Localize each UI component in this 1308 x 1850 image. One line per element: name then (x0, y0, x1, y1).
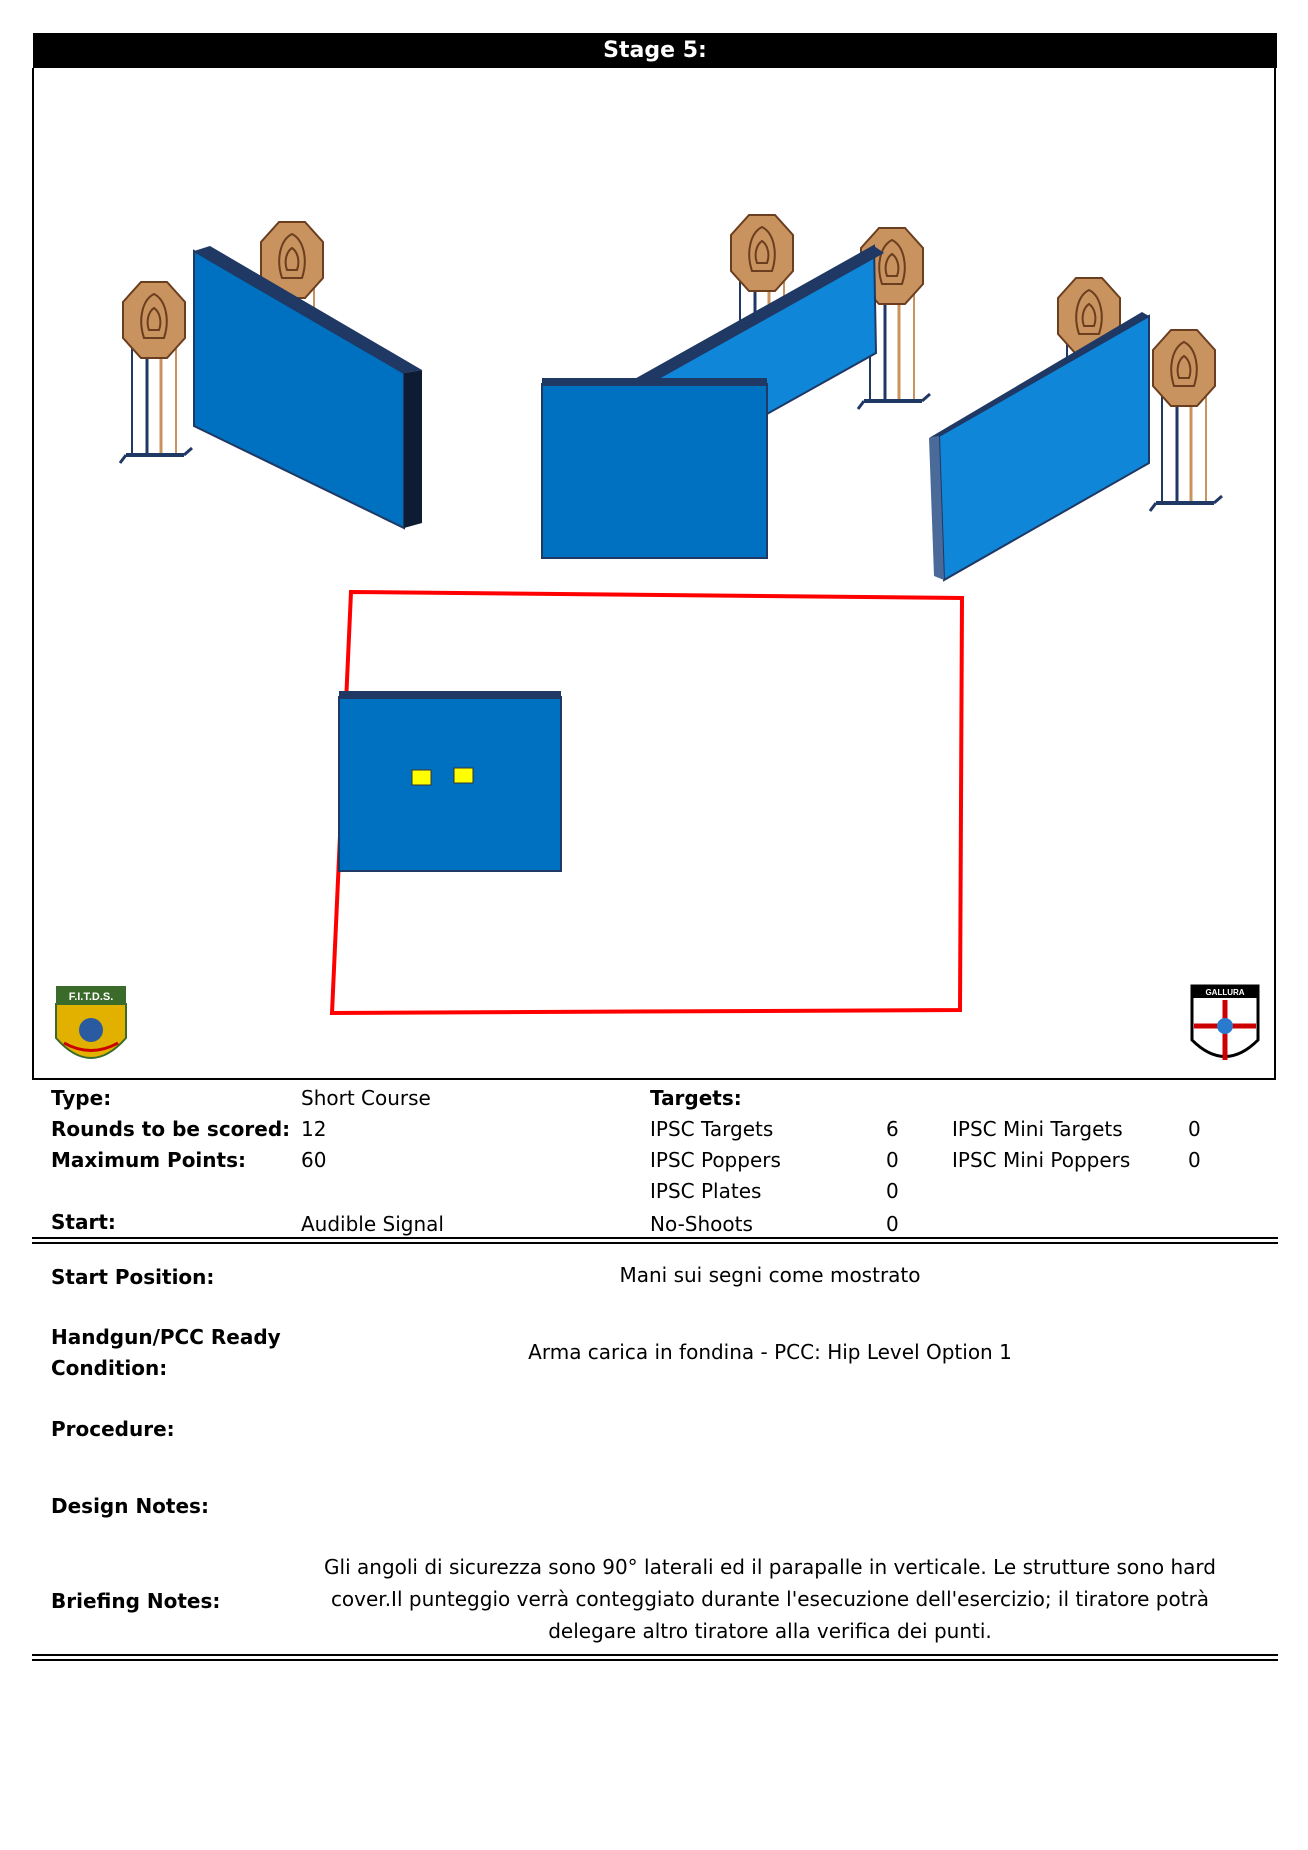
ipsc-targets-value: 6 (886, 1117, 899, 1141)
gallura-logo: GALLURA (1190, 984, 1260, 1060)
ipsc-target-6 (1148, 328, 1224, 513)
points-value: 60 (301, 1148, 327, 1172)
ipsc-targets-label: IPSC Targets (650, 1117, 774, 1141)
no-shoots-value: 0 (886, 1212, 899, 1236)
briefing-line-2: cover.Il punteggio verrà conteggiato dur… (330, 1587, 1210, 1611)
rounds-value: 12 (301, 1117, 327, 1141)
divider (32, 1654, 1278, 1656)
briefing-line-1: Gli angoli di sicurezza sono 90° lateral… (324, 1555, 1216, 1579)
start-position-label: Start Position: (51, 1265, 215, 1289)
stage-diagram-svg: F.I.T.D.S. GALLURA (55, 213, 1260, 1060)
stage-title: Stage 5: (33, 33, 1277, 68)
ipsc-plates-value: 0 (886, 1179, 899, 1203)
mini-targets-label: IPSC Mini Targets (952, 1117, 1123, 1141)
fitds-logo: F.I.T.D.S. (55, 986, 127, 1059)
mini-poppers-value: 0 (1188, 1148, 1201, 1172)
start-label: Start: (51, 1210, 116, 1234)
divider (32, 1659, 1278, 1661)
type-value: Short Course (301, 1086, 431, 1110)
stage-diagram: F.I.T.D.S. GALLURA (32, 68, 1276, 1080)
start-value: Audible Signal (301, 1212, 444, 1236)
svg-text:F.I.T.D.S.: F.I.T.D.S. (69, 991, 114, 1003)
shooting-area (329, 589, 965, 1016)
briefing-line-3: delegare altro tiratore alla verifica de… (548, 1619, 992, 1643)
mini-poppers-label: IPSC Mini Poppers (952, 1148, 1131, 1172)
targets-heading: Targets: (650, 1086, 742, 1110)
ready-condition-label-1: Handgun/PCC Ready (51, 1325, 281, 1349)
hand-mark-left (411, 769, 432, 786)
wall-start (338, 696, 562, 872)
ready-condition-label-2: Condition: (51, 1356, 168, 1380)
procedure-label: Procedure: (51, 1417, 175, 1441)
design-notes-label: Design Notes: (51, 1494, 209, 1518)
ipsc-poppers-value: 0 (886, 1148, 899, 1172)
hand-mark-right (453, 767, 474, 784)
start-position-value: Mani sui segni come mostrato (619, 1263, 921, 1287)
ready-condition-value: Arma carica in fondina - PCC: Hip Level … (528, 1340, 1012, 1364)
divider (32, 1237, 1278, 1239)
mini-targets-value: 0 (1188, 1117, 1201, 1141)
ipsc-target-1 (118, 280, 194, 465)
wall-right (937, 314, 1150, 582)
ipsc-plates-label: IPSC Plates (650, 1179, 762, 1203)
svg-text:GALLURA: GALLURA (1205, 988, 1244, 997)
briefing-notes-label: Briefing Notes: (51, 1589, 221, 1613)
points-label: Maximum Points: (51, 1148, 246, 1172)
divider (32, 1242, 1278, 1244)
rounds-label: Rounds to be scored: (51, 1117, 291, 1141)
no-shoots-label: No-Shoots (650, 1212, 753, 1236)
wall-center-front (541, 383, 768, 559)
type-label: Type: (51, 1086, 112, 1110)
ipsc-poppers-label: IPSC Poppers (650, 1148, 781, 1172)
